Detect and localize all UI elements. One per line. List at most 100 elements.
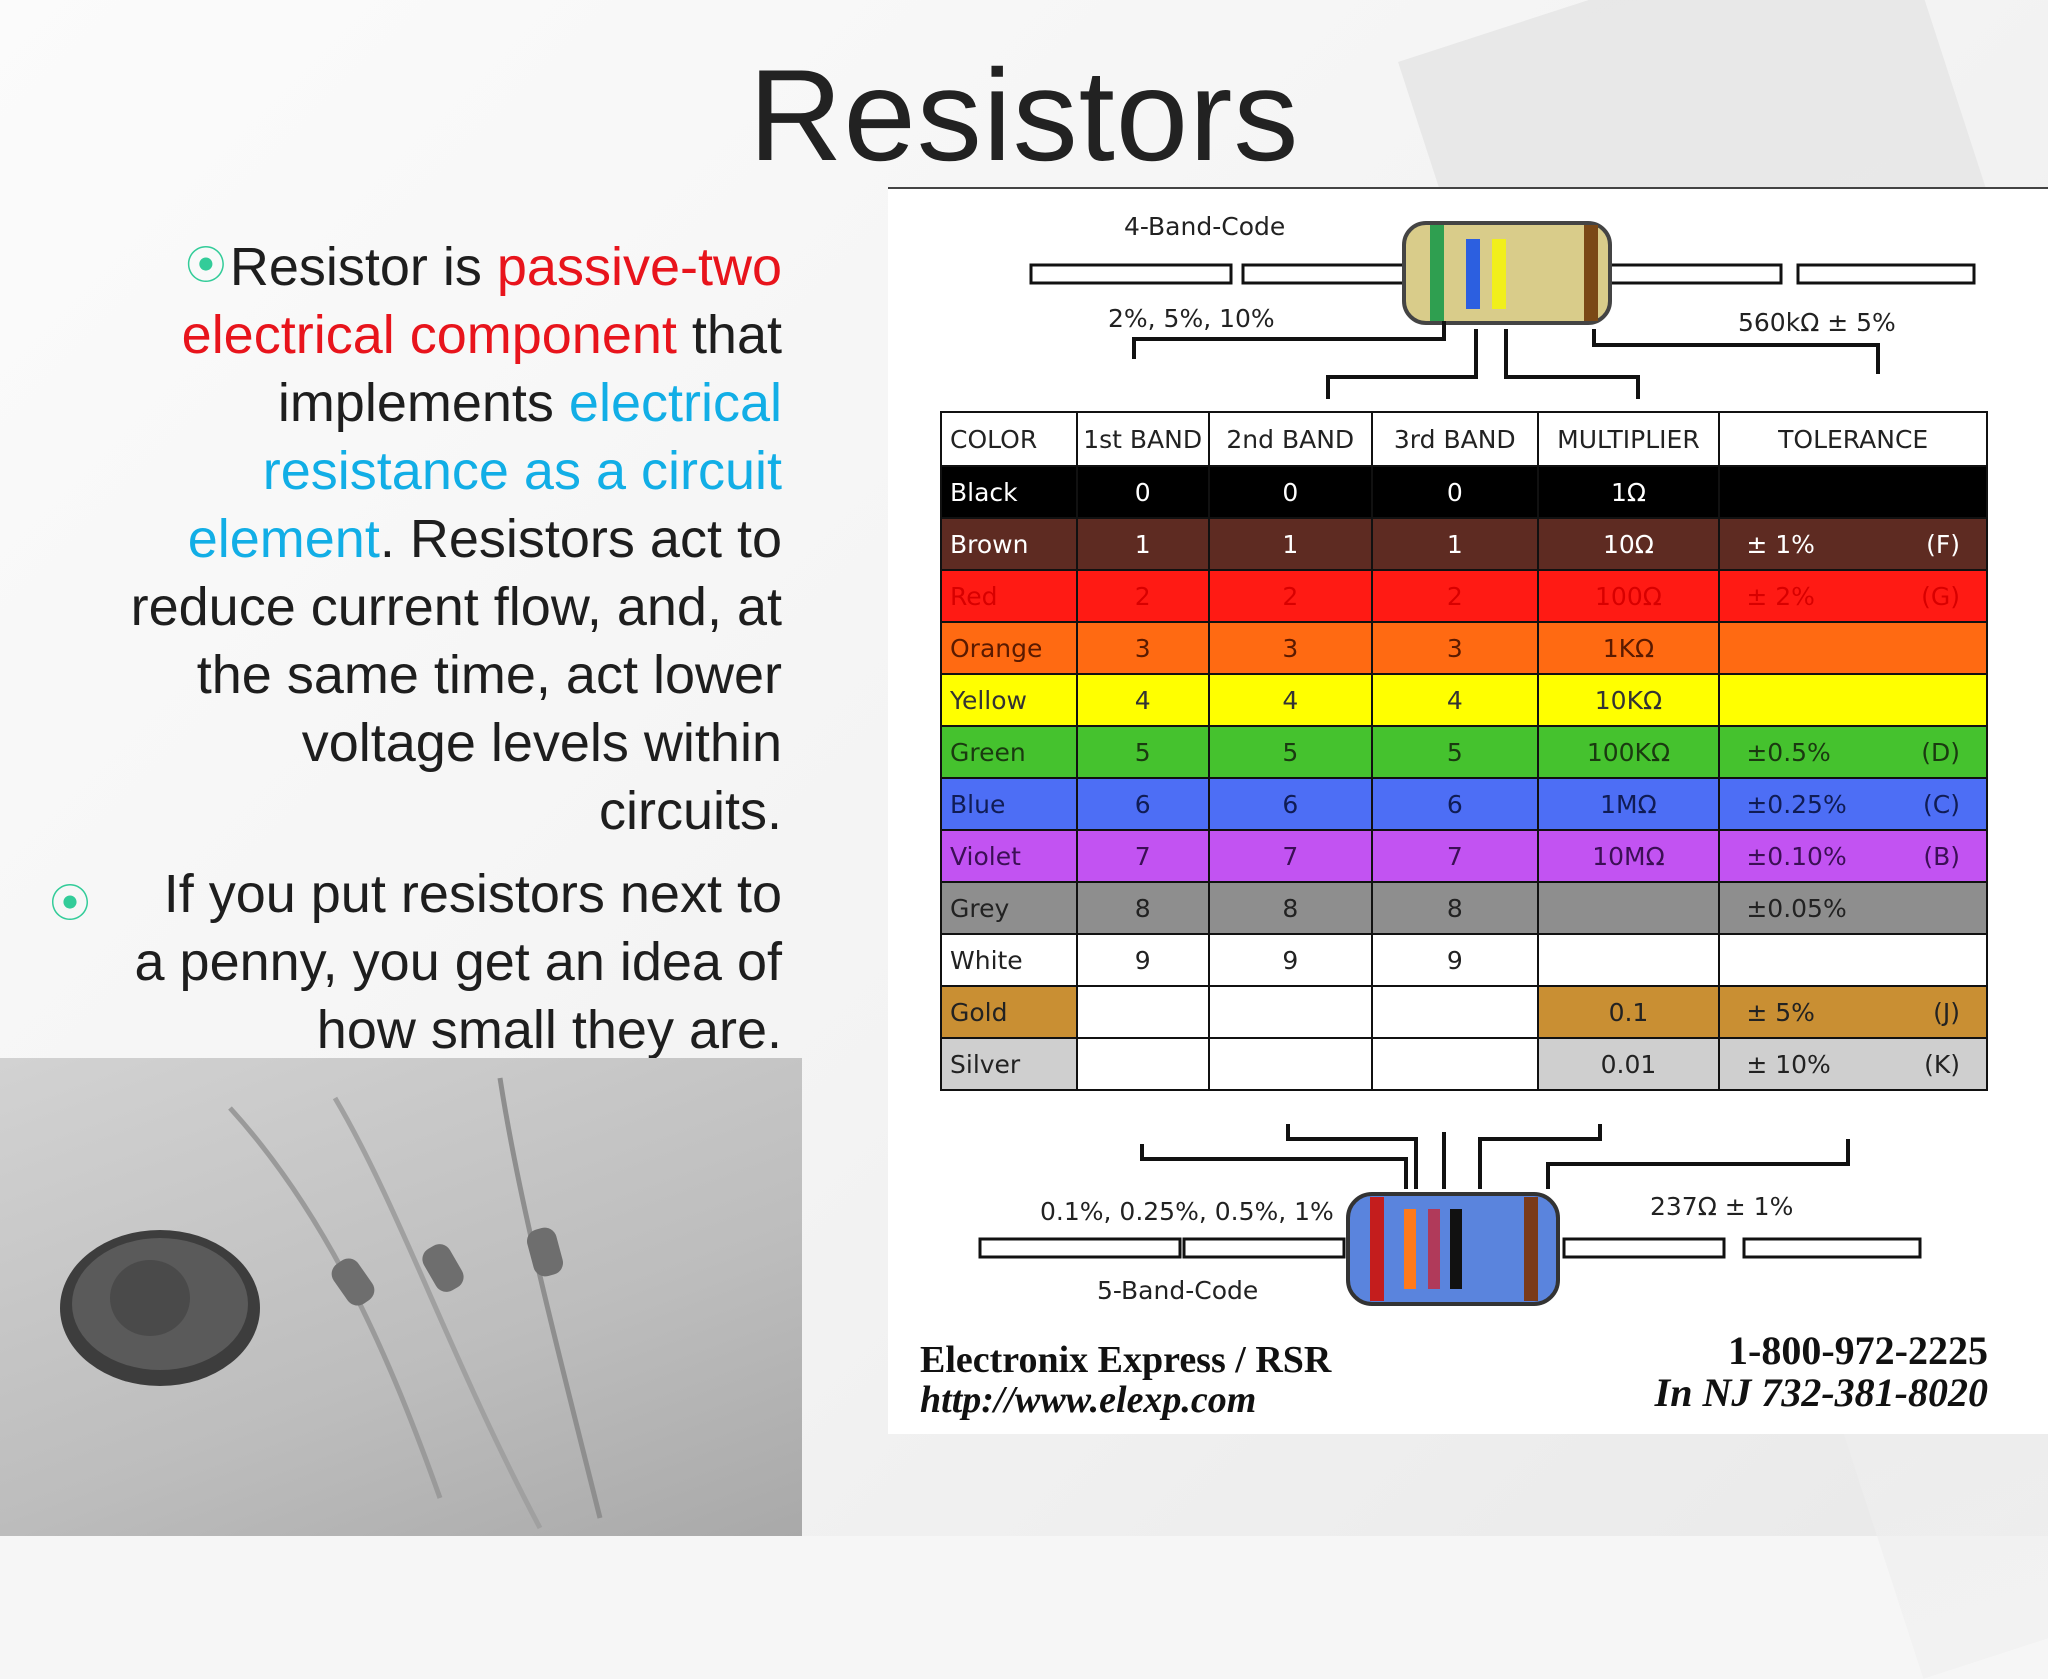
multiplier-cell: 1KΩ bbox=[1536, 621, 1721, 675]
band-3-cell bbox=[1371, 985, 1539, 1039]
tolerance-value: ±0.10% bbox=[1746, 841, 1847, 871]
header-multiplier: MULTIPLIER bbox=[1536, 411, 1721, 467]
color-name-cell: Grey bbox=[940, 881, 1078, 935]
tolerance-value: ± 5% bbox=[1746, 997, 1815, 1027]
company-url: http://www.elexp.com bbox=[920, 1379, 1257, 1421]
band-1-cell: 3 bbox=[1075, 621, 1210, 675]
tolerance-value: ±0.05% bbox=[1746, 893, 1847, 923]
band-1-cell: 1 bbox=[1075, 517, 1210, 571]
band-3-cell bbox=[1371, 1037, 1539, 1091]
color-name-cell: Violet bbox=[940, 829, 1078, 883]
color-name-cell: Orange bbox=[940, 621, 1078, 675]
bullet-icon: ⦿ bbox=[185, 244, 226, 288]
p1-text-2: that implements bbox=[277, 305, 782, 433]
slide-title: Resistors bbox=[748, 42, 1300, 188]
band-2-cell bbox=[1207, 1037, 1374, 1091]
band-1-cell: 9 bbox=[1075, 933, 1210, 987]
tolerance-cell: ± 2%(G) bbox=[1718, 569, 1988, 623]
tolerance-code: (C) bbox=[1923, 789, 1960, 819]
color-name-cell: Red bbox=[940, 569, 1078, 623]
band-1-cell: 5 bbox=[1075, 725, 1210, 779]
band-2-cell bbox=[1207, 985, 1374, 1039]
tolerance-cell bbox=[1718, 621, 1988, 675]
band-3-cell: 7 bbox=[1371, 829, 1539, 883]
tolerance-cell bbox=[1718, 933, 1988, 987]
tolerance-code: (F) bbox=[1926, 529, 1960, 559]
p1-blue-text: electrical resistance as a circuit eleme… bbox=[187, 373, 782, 569]
band-3-cell: 6 bbox=[1371, 777, 1539, 831]
resistors-penny-photo bbox=[0, 1058, 802, 1536]
band-1-cell bbox=[1075, 1037, 1210, 1091]
band-3-cell: 9 bbox=[1371, 933, 1539, 987]
band-2-cell: 5 bbox=[1207, 725, 1374, 779]
tolerance-code: (B) bbox=[1923, 841, 1960, 871]
multiplier-cell bbox=[1536, 933, 1721, 987]
paragraph-1: ⦿Resistor is passive-two electrical comp… bbox=[120, 232, 782, 845]
band-2-cell: 1 bbox=[1207, 517, 1374, 571]
multiplier-cell: 10MΩ bbox=[1536, 829, 1721, 883]
band-2-cell: 6 bbox=[1207, 777, 1374, 831]
multiplier-cell bbox=[1536, 881, 1721, 935]
color-name-cell: Yellow bbox=[940, 673, 1078, 727]
phone-number: 1-800-972-2225 bbox=[1728, 1328, 1988, 1373]
four-band-label: 4-Band-Code bbox=[1124, 212, 1286, 241]
band-1-cell: 7 bbox=[1075, 829, 1210, 883]
band-2-cell: 3 bbox=[1207, 621, 1374, 675]
penny-resistor-illustration bbox=[60, 1077, 603, 1530]
band-1-cell bbox=[1075, 985, 1210, 1039]
resistor-diagrams bbox=[978, 221, 1976, 1306]
header-color: COLOR bbox=[940, 411, 1078, 467]
color-name-cell: Black bbox=[940, 465, 1078, 519]
four-band-resistor-icon bbox=[1402, 221, 1612, 325]
band-3-cell: 4 bbox=[1371, 673, 1539, 727]
band-2-cell: 4 bbox=[1207, 673, 1374, 727]
p2-text: If you put resistors next to a penny, yo… bbox=[134, 864, 783, 1060]
nj-phone-number: In NJ 732-381-8020 bbox=[1654, 1370, 1988, 1415]
tolerance-code: (G) bbox=[1921, 581, 1960, 611]
tolerance-cell bbox=[1718, 673, 1988, 727]
color-name-cell: Blue bbox=[940, 777, 1078, 831]
p1-text-1: Resistor is bbox=[229, 237, 497, 297]
band-3-cell: 5 bbox=[1371, 725, 1539, 779]
tolerance-cell: ±0.5%(D) bbox=[1718, 725, 1988, 779]
band-1-cell: 0 bbox=[1075, 465, 1210, 519]
header-2nd-band: 2nd BAND bbox=[1207, 411, 1374, 467]
four-band-example: 560kΩ ± 5% bbox=[1738, 308, 1896, 337]
table-header-row: COLOR 1st BAND 2nd BAND 3rd BAND MULTIPL… bbox=[940, 411, 1988, 467]
band-2-cell: 2 bbox=[1207, 569, 1374, 623]
tolerance-cell: ±0.25%(C) bbox=[1718, 777, 1988, 831]
color-name-cell: Brown bbox=[940, 517, 1078, 571]
tolerance-cell: ±0.10% (B) bbox=[1718, 829, 1988, 883]
tolerance-cell: ±0.05% bbox=[1718, 881, 1988, 935]
paragraph-2: ⦿ If you put resistors next to a penny, … bbox=[0, 860, 782, 1064]
band-2-cell: 9 bbox=[1207, 933, 1374, 987]
multiplier-cell: 100Ω bbox=[1536, 569, 1721, 623]
five-band-tolerance: 0.1%, 0.25%, 0.5%, 1% bbox=[1040, 1197, 1334, 1226]
color-name-cell: White bbox=[940, 933, 1078, 987]
color-name-cell: Silver bbox=[940, 1037, 1078, 1091]
footer-phone: 1-800-972-2225 In NJ 732-381-8020 bbox=[1655, 1330, 1988, 1414]
header-1st-band: 1st BAND bbox=[1075, 411, 1210, 467]
band-1-cell: 6 bbox=[1075, 777, 1210, 831]
band-2-cell: 8 bbox=[1207, 881, 1374, 935]
tolerance-value: ± 10% bbox=[1746, 1049, 1831, 1079]
band-1-cell: 4 bbox=[1075, 673, 1210, 727]
tolerance-code: (J) bbox=[1933, 997, 1960, 1027]
band-2-cell: 7 bbox=[1207, 829, 1374, 883]
multiplier-cell: 1MΩ bbox=[1536, 777, 1721, 831]
multiplier-cell: 100KΩ bbox=[1536, 725, 1721, 779]
four-band-tolerance: 2%, 5%, 10% bbox=[1108, 304, 1275, 333]
band-1-cell: 8 bbox=[1075, 881, 1210, 935]
tolerance-value: ± 1% bbox=[1746, 529, 1815, 559]
